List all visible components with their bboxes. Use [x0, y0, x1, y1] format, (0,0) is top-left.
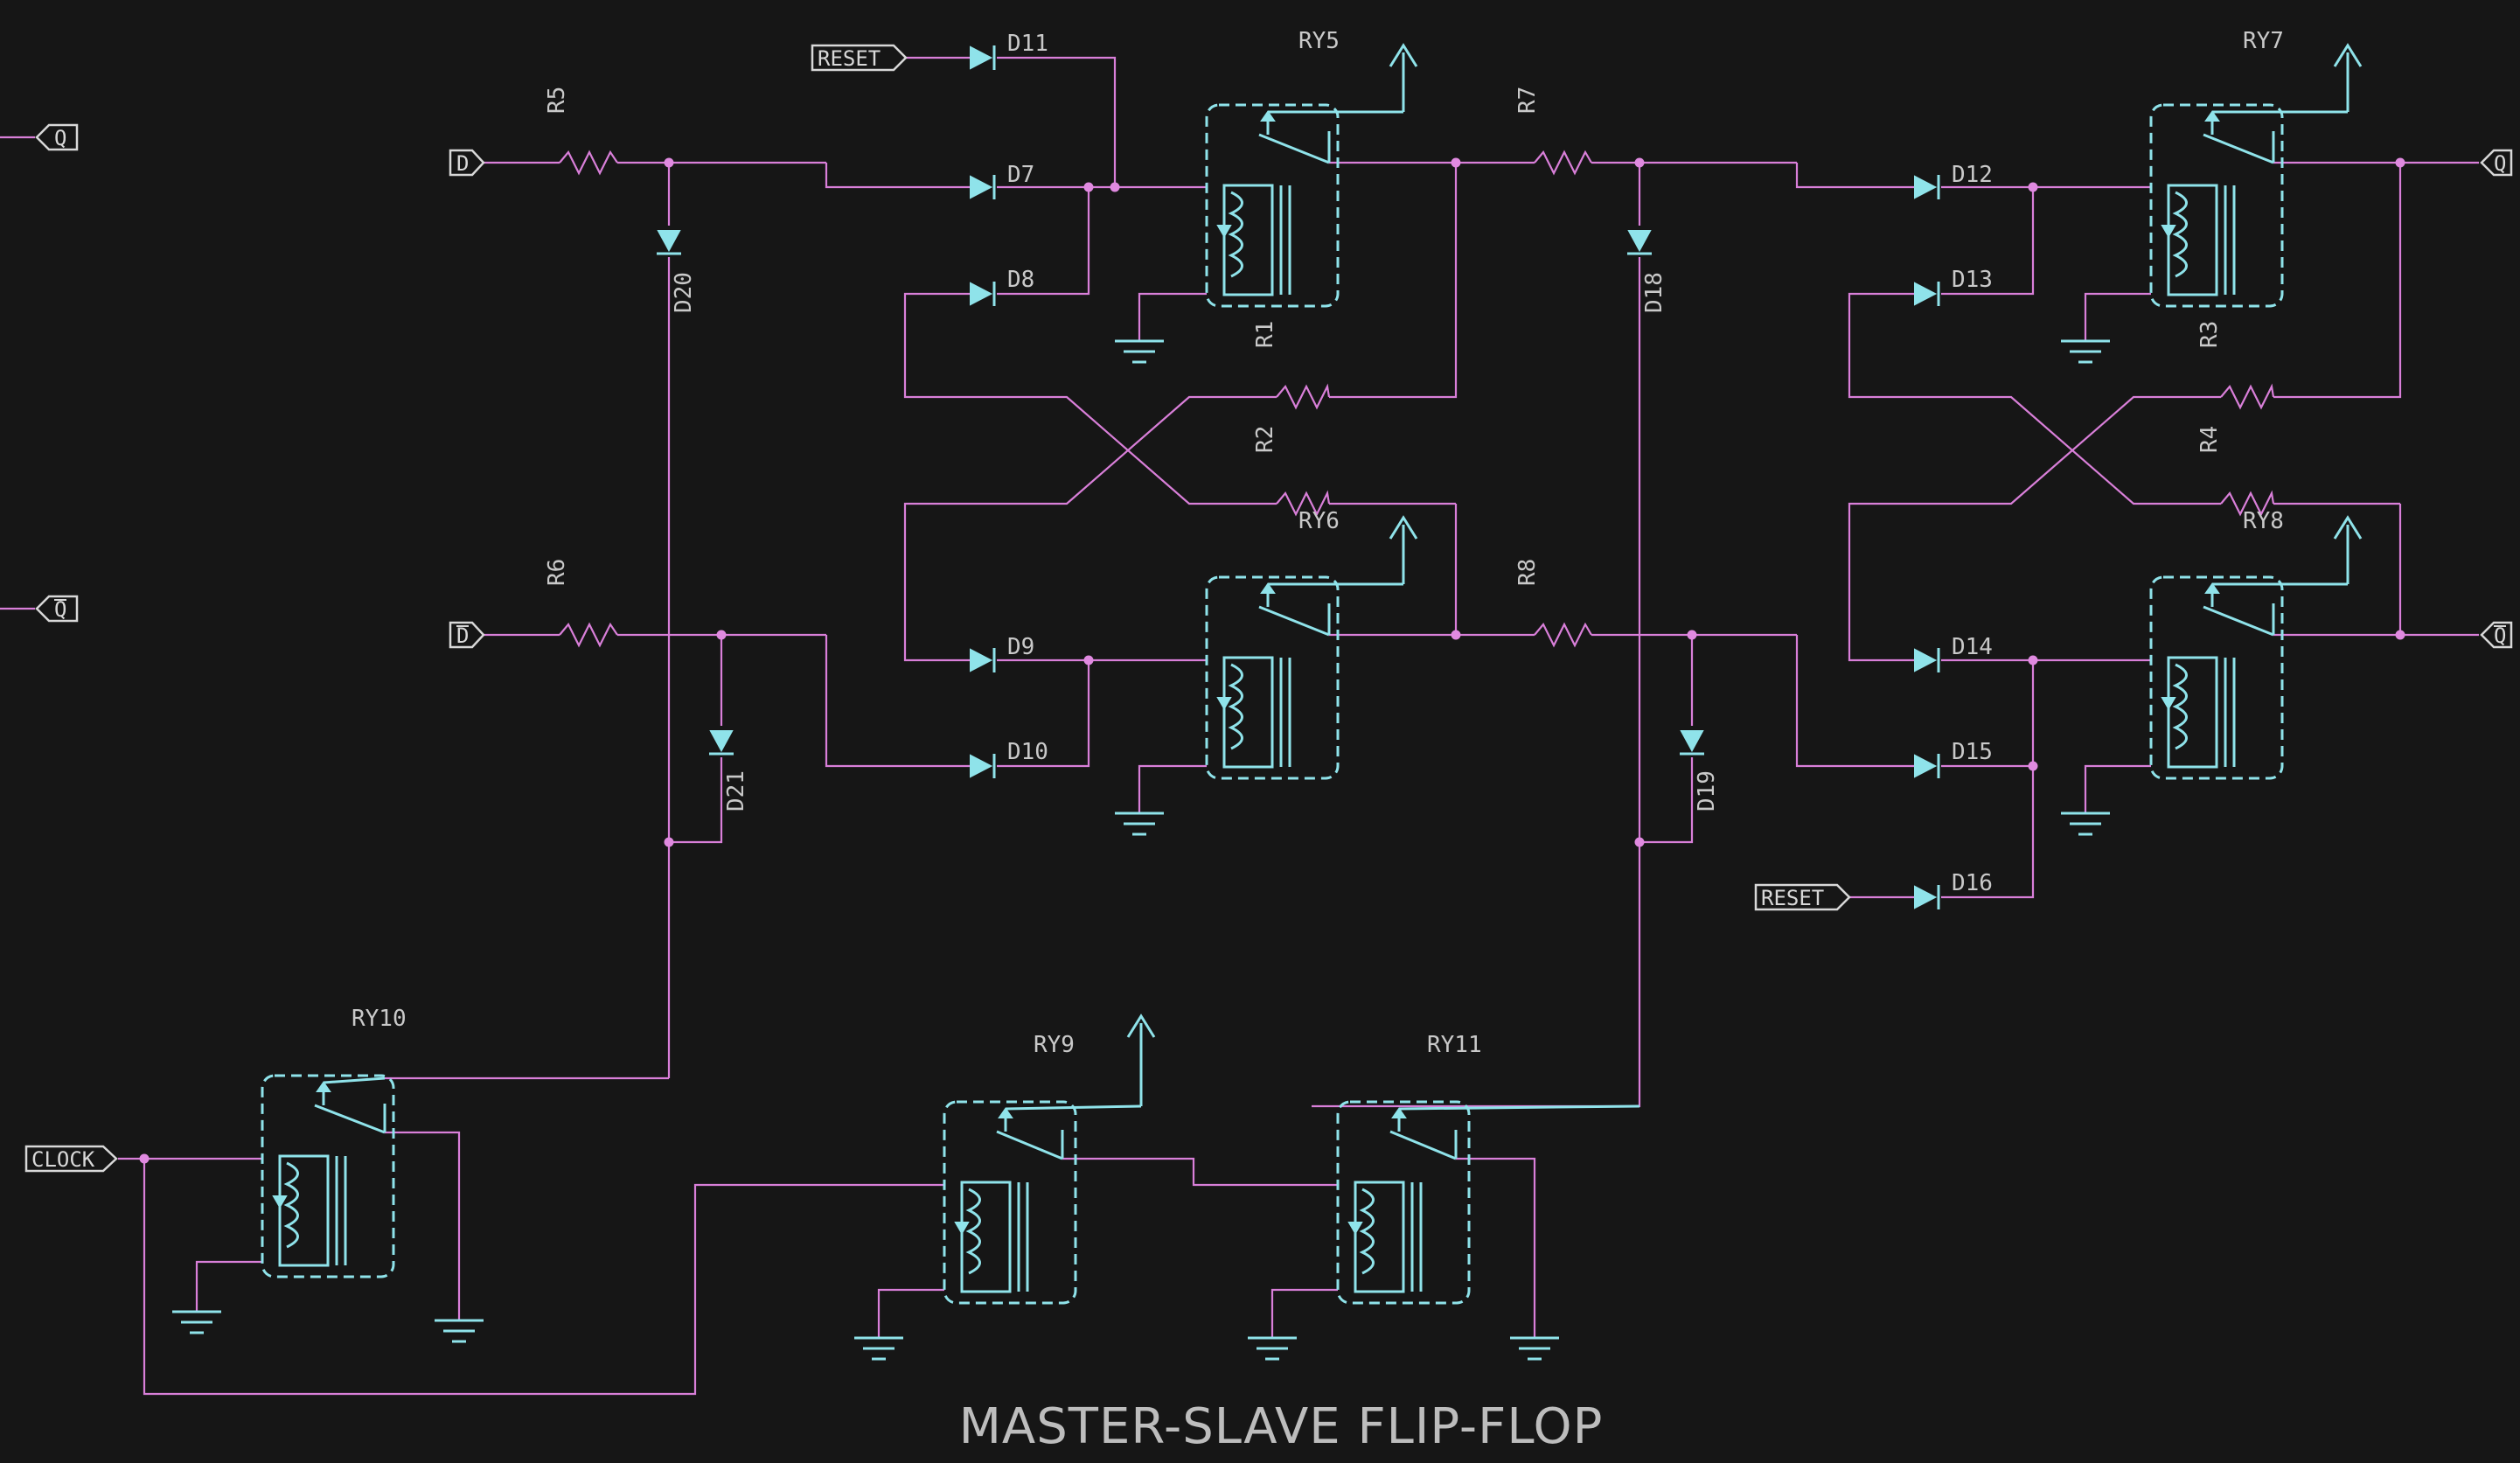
svg-text:D15: D15 [1952, 739, 1993, 765]
svg-text:RY8: RY8 [2243, 508, 2284, 534]
port-reset-bottom: RESET [1754, 883, 1851, 911]
diode-d18: D18 [1627, 230, 1667, 313]
diode-d8: D8 [970, 267, 1034, 306]
svg-text:R4: R4 [2196, 426, 2223, 453]
resistor-r6: R6 [544, 559, 618, 648]
port-clock: CLOCK [24, 1145, 118, 1173]
relay-ry7: RY7 R3 [2149, 28, 2363, 348]
svg-text:D14: D14 [1952, 634, 1993, 660]
svg-text:RY5: RY5 [1298, 28, 1340, 54]
diagram-title: MASTER-SLAVE FLIP-FLOP [959, 1398, 1604, 1455]
diode-d16: D16 [1914, 870, 1993, 909]
svg-text:Q: Q [2494, 624, 2506, 648]
relay-ry8: RY8 [2149, 508, 2363, 780]
resistor-r2: R2 [1252, 383, 1331, 517]
svg-text:Q: Q [54, 126, 66, 150]
diode-d10: D10 [970, 739, 1048, 778]
resistor-r7: R7 [1514, 87, 1592, 176]
port-reset-top: RESET [811, 44, 908, 72]
wires [0, 56, 2479, 1396]
relay-ry5: RY5 R1 [1205, 28, 1418, 348]
svg-text:R3: R3 [2196, 321, 2223, 348]
diode-d15: D15 [1914, 739, 1993, 778]
svg-text:R2: R2 [1252, 426, 1278, 453]
relay-ry10: RY10 [261, 1006, 407, 1278]
diode-d21: D21 [709, 730, 749, 812]
diode-d19: D19 [1680, 730, 1720, 812]
port-dbar: D [449, 621, 485, 649]
svg-text:D: D [456, 151, 469, 176]
svg-text:D7: D7 [1007, 162, 1034, 188]
svg-text:RESET: RESET [1761, 886, 1824, 910]
svg-text:CLOCK: CLOCK [31, 1147, 95, 1172]
junction-dots [139, 157, 2405, 1164]
svg-text:RESET: RESET [818, 46, 881, 71]
svg-text:Q: Q [54, 597, 66, 622]
diode-d9: D9 [970, 634, 1034, 672]
svg-text:D20: D20 [671, 272, 697, 313]
diode-d20: D20 [657, 230, 697, 313]
svg-text:D16: D16 [1952, 870, 1993, 896]
svg-text:D9: D9 [1007, 634, 1034, 660]
diode-d14: D14 [1914, 634, 1993, 672]
svg-text:RY9: RY9 [1034, 1032, 1075, 1058]
resistor-r8: R8 [1514, 559, 1592, 648]
svg-text:Q: Q [2494, 151, 2506, 176]
ground-symbols [172, 339, 2110, 1361]
svg-text:R6: R6 [544, 559, 570, 586]
relay-ry9: RY9 [943, 1014, 1156, 1305]
port-q-left: Q [35, 123, 79, 151]
svg-text:R5: R5 [544, 87, 570, 114]
svg-text:D: D [456, 624, 469, 648]
resistor-r4: R4 [2196, 383, 2275, 517]
svg-text:D13: D13 [1952, 267, 1993, 293]
svg-text:D8: D8 [1007, 267, 1034, 293]
port-d: D [449, 149, 485, 177]
svg-text:R8: R8 [1514, 559, 1541, 586]
svg-text:D10: D10 [1007, 739, 1048, 765]
svg-text:D12: D12 [1952, 162, 1993, 188]
svg-text:RY7: RY7 [2243, 28, 2284, 54]
diode-d11: D11 [970, 31, 1048, 70]
port-qbar-right: Q [2480, 621, 2513, 649]
svg-text:RY11: RY11 [1427, 1032, 1482, 1058]
port-q-right: Q [2480, 149, 2513, 177]
svg-text:D19: D19 [1694, 770, 1720, 812]
svg-text:D18: D18 [1641, 272, 1667, 313]
diode-d13: D13 [1914, 267, 1993, 306]
resistor-r5: R5 [544, 87, 618, 176]
diode-d7: D7 [970, 162, 1034, 199]
diode-d12: D12 [1914, 162, 1993, 199]
svg-text:RY6: RY6 [1298, 508, 1340, 534]
port-qbar-left: Q [35, 595, 79, 623]
svg-text:R7: R7 [1514, 87, 1541, 114]
svg-text:D11: D11 [1007, 31, 1048, 57]
svg-text:R1: R1 [1252, 321, 1278, 348]
svg-text:RY10: RY10 [352, 1006, 407, 1032]
relay-ry11: RY11 [1336, 1032, 1640, 1305]
relay-ry6: RY6 [1205, 508, 1418, 780]
svg-text:D21: D21 [723, 770, 749, 812]
